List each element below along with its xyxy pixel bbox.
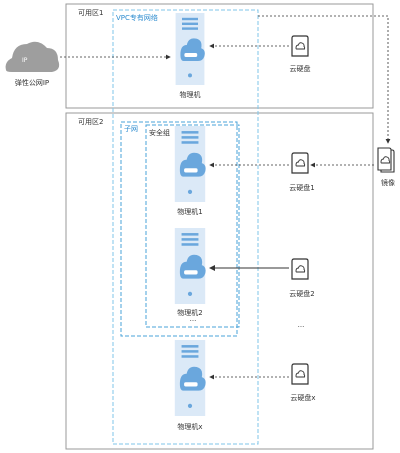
elastic-ip-cloud-icon: [5, 41, 60, 72]
server-label-main: 物理机: [179, 91, 201, 99]
server-ellipsis: ...: [189, 315, 197, 323]
security-group-label: 安全组: [149, 129, 170, 137]
disk-icon-2: [291, 258, 309, 280]
zone-1-box: [65, 3, 374, 109]
subnet-box: [120, 121, 238, 337]
server-icon-1: [174, 126, 206, 202]
security-group-box: [145, 124, 240, 328]
image-icon: [377, 147, 395, 173]
server-label-x: 物理机x: [177, 423, 203, 431]
disk-icon-main: [291, 35, 309, 57]
subnet-label: 子网: [124, 125, 138, 133]
cloud-icon-text: IP: [22, 57, 28, 64]
disk-icon-x: [291, 363, 309, 385]
elastic-ip-label: 弹性公网IP: [14, 79, 50, 87]
server-label-2: 物理机2: [177, 309, 203, 317]
server-icon-x: [174, 340, 206, 416]
server-icon-2: [174, 228, 206, 304]
disk-label-x: 云硬盘x: [290, 394, 316, 402]
disk-label-2: 云硬盘2: [289, 290, 315, 298]
server-icon-main: [175, 13, 205, 85]
server-label-1: 物理机1: [177, 208, 203, 216]
image-label: 镜像: [381, 179, 395, 187]
zone-1-label: 可用区1: [78, 9, 104, 17]
image-to-main-connector: [258, 15, 391, 144]
disk-label-main: 云硬盘: [289, 65, 311, 73]
disk-label-1: 云硬盘1: [289, 184, 315, 192]
vpc-label: VPC专有网络: [116, 14, 158, 22]
vpc-box: [112, 9, 259, 445]
disk-icon-1: [291, 152, 309, 174]
zone-2-box: [65, 112, 374, 450]
disk-ellipsis: ...: [297, 321, 305, 329]
zone-2-label: 可用区2: [78, 118, 104, 126]
